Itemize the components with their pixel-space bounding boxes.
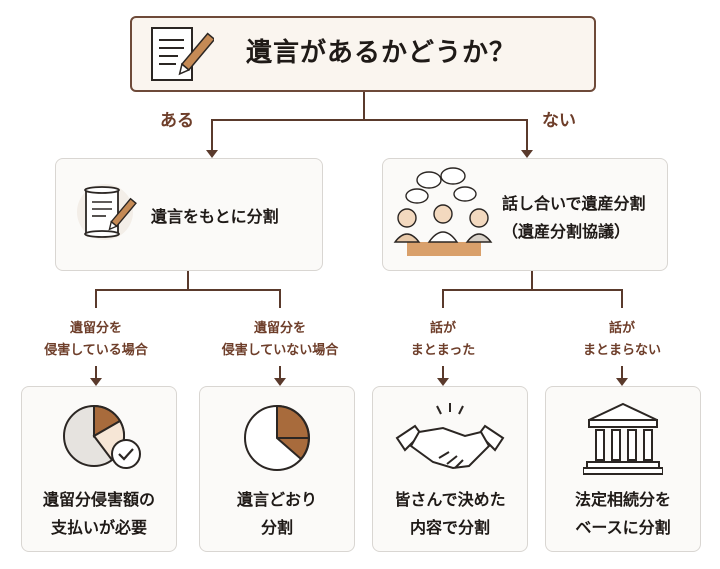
people-discussion-icon <box>393 167 493 256</box>
leaf-text-1: 遺留分侵害額の支払いが必要 <box>42 490 155 537</box>
root-question-box <box>130 16 596 92</box>
condition-4: 話がまとまらない <box>582 321 661 358</box>
condition-2: 遺留分を侵害していない場合 <box>221 321 339 358</box>
leaf-text-3: 皆さんで決めた内容で分割 <box>394 490 506 537</box>
handshake-icon <box>395 403 505 470</box>
document-pen-icon <box>151 27 214 81</box>
no-node-text-line1: 話し合いで遺産分割 <box>502 194 646 213</box>
condition-1: 遺留分を侵害している場合 <box>44 321 148 358</box>
no-node-text-line2: （遺産分割協議） <box>502 222 631 241</box>
branch-label-yes: ある <box>160 111 194 131</box>
leaf-box-3 <box>372 386 528 552</box>
pie-chart-icon <box>244 404 310 471</box>
root-title: 遺言があるかどうか？ <box>246 38 517 68</box>
courthouse-icon <box>583 402 663 475</box>
pie-check-icon <box>63 404 141 469</box>
yes-node-text: 遺言をもとに分割 <box>151 207 279 226</box>
branch-label-no: ない <box>542 111 576 131</box>
scroll-pen-icon <box>77 184 137 240</box>
condition-3: 話がまとまった <box>410 321 476 358</box>
leaf-text-2: 遺言どおり分割 <box>236 490 317 537</box>
leaf-text-4: 法定相続分をベースに分割 <box>574 490 671 537</box>
